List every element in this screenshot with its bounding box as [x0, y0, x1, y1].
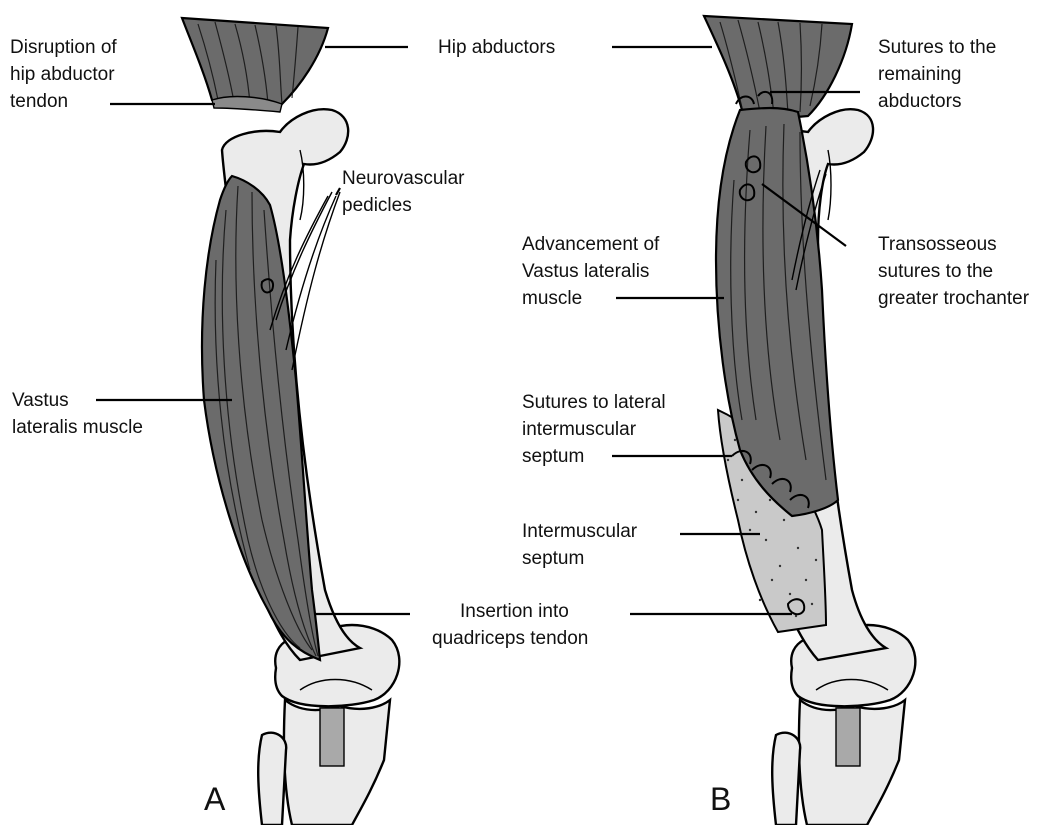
fibula-b [772, 733, 800, 825]
patellar-tendon-a [320, 708, 344, 766]
label-transosseous: Transosseous sutures to the greater troc… [878, 234, 1030, 309]
label-vastus: Vastus lateralis muscle [12, 390, 143, 438]
label-hip-abductors: Hip abductors [438, 37, 555, 58]
hip-abductors-b [704, 16, 852, 117]
label-disruption: Disruption of hip abductor tendon [10, 37, 122, 112]
hip-abductors-a [182, 18, 328, 106]
label-insertion: Insertion into quadriceps tendon [432, 601, 588, 649]
fibula-a [258, 733, 286, 825]
label-neurovascular: Neurovascular pedicles [342, 168, 470, 216]
label-sutures-remaining: Sutures to the remaining abductors [878, 37, 1002, 112]
panel-label-a: A [204, 781, 226, 817]
patellar-tendon-b [836, 708, 860, 766]
label-intermuscular: Intermuscular septum [522, 521, 642, 569]
panel-b-illustration [704, 16, 915, 825]
panel-a-illustration [182, 18, 399, 825]
panel-label-b: B [710, 781, 731, 817]
vastus-lateralis-a [202, 176, 320, 660]
